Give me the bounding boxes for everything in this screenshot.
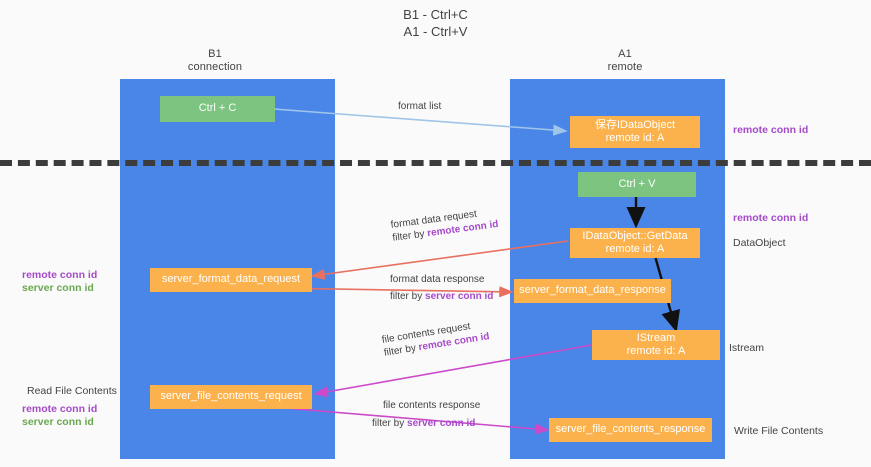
annotation-read-file-contents: Read File Contents [27, 385, 117, 397]
diagram-title-line1: B1 - Ctrl+C [403, 7, 468, 22]
lane-b1-line2: connection [187, 61, 243, 73]
node-save-idataobject-sub: remote id: A [605, 132, 665, 144]
phase-separator-dashed-line [0, 160, 871, 166]
node-ctrl-v-label: Ctrl + V [618, 177, 656, 190]
edge-label-format-list: format list [398, 100, 441, 113]
diagram-title-line2: A1 - Ctrl+V [403, 24, 468, 39]
node-ctrl-v[interactable]: Ctrl + V [578, 172, 696, 197]
edge-label-fdresp-key: server conn id [425, 291, 494, 302]
annotation-remote-conn-id-top: remote conn id [733, 124, 809, 136]
node-server-format-data-response[interactable]: server_format_data_response [514, 279, 671, 303]
lane-a1-line1: A1 [618, 48, 632, 60]
edge-label-file-contents-response-line2: filter by server conn id [372, 417, 480, 430]
annotation-dataobject: DataObject [733, 237, 786, 249]
edge-label-format-data-response-line1: format data response [390, 274, 485, 285]
node-server-file-contents-request[interactable]: server_file_contents_request [150, 385, 312, 409]
node-getdata-sub: remote id: A [605, 243, 665, 255]
lane-title-b1: B1 connection [150, 48, 280, 74]
node-getdata-label: IDataObject::GetData [582, 229, 688, 242]
node-istream-sub: remote id: A [626, 345, 686, 357]
node-server-file-contents-request-label: server_file_contents_request [160, 390, 302, 403]
node-server-file-contents-response[interactable]: server_file_contents_response [549, 418, 712, 442]
edge-label-file-contents-response: file contents response filter by server … [372, 399, 481, 430]
node-ctrl-c[interactable]: Ctrl + C [160, 96, 275, 122]
edge-label-file-contents-request: file contents request filter by remote c… [381, 317, 490, 359]
edge-label-format-data-request: format data request filter by remote con… [390, 205, 499, 245]
annotation-istream: Istream [729, 342, 765, 354]
node-save-idataobject[interactable]: 保存IDataObject remote id: A [570, 116, 700, 148]
node-ctrl-c-label: Ctrl + C [198, 102, 237, 115]
edge-label-format-list-text: format list [398, 101, 442, 112]
lane-title-a1: A1 remote [560, 48, 690, 74]
annotation-left-remote-conn-id-2: remote conn id [22, 403, 98, 415]
annotation-left-server-conn-id-2: server conn id [22, 416, 94, 428]
edge-label-format-data-response-line2: filter by server conn id [390, 290, 493, 303]
annotation-left-remote-conn-id-1: remote conn id [22, 269, 98, 281]
edge-label-fcresp-prefix: filter by [372, 418, 408, 429]
annotation-remote-conn-id-mid: remote conn id [733, 212, 809, 224]
node-server-file-contents-response-label: server_file_contents_response [555, 423, 706, 436]
node-save-idataobject-label: 保存IDataObject [594, 118, 676, 131]
lane-b1-line1: B1 [208, 48, 222, 60]
annotation-left-server-conn-id-1: server conn id [22, 282, 94, 294]
node-istream-label: IStream [636, 331, 676, 344]
edge-label-fdresp-prefix: filter by [390, 291, 426, 302]
edge-label-file-contents-response-line1: file contents response [383, 400, 481, 411]
edge-label-fdr-prefix: filter by [391, 228, 428, 244]
node-getdata[interactable]: IDataObject::GetData remote id: A [570, 228, 700, 258]
node-server-format-data-request-label: server_format_data_request [161, 273, 301, 286]
edge-label-format-data-response: format data response filter by server co… [390, 273, 493, 303]
lane-a1-line2: remote [607, 61, 643, 73]
node-istream[interactable]: IStream remote id: A [592, 330, 720, 360]
node-server-format-data-response-label: server_format_data_response [519, 284, 666, 297]
edge-label-fcr-prefix: filter by [383, 342, 420, 359]
node-server-format-data-request[interactable]: server_format_data_request [150, 268, 312, 292]
annotation-write-file-contents: Write File Contents [734, 425, 824, 437]
edge-label-fcresp-key: server conn id [407, 418, 476, 429]
